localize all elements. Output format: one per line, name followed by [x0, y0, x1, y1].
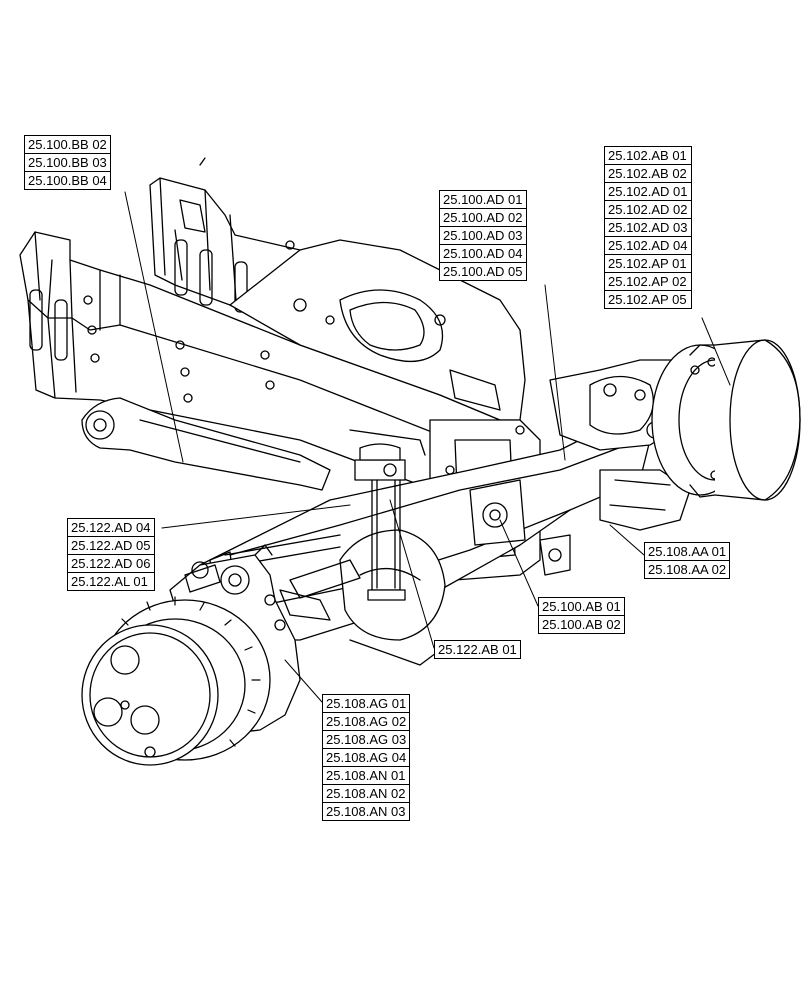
steering-sensor	[469, 479, 571, 576]
right-hub	[549, 339, 801, 531]
swing-arm	[81, 397, 331, 491]
left-hub	[81, 544, 301, 766]
suspension-cylinder	[349, 429, 426, 601]
leader-lines	[124, 191, 731, 703]
